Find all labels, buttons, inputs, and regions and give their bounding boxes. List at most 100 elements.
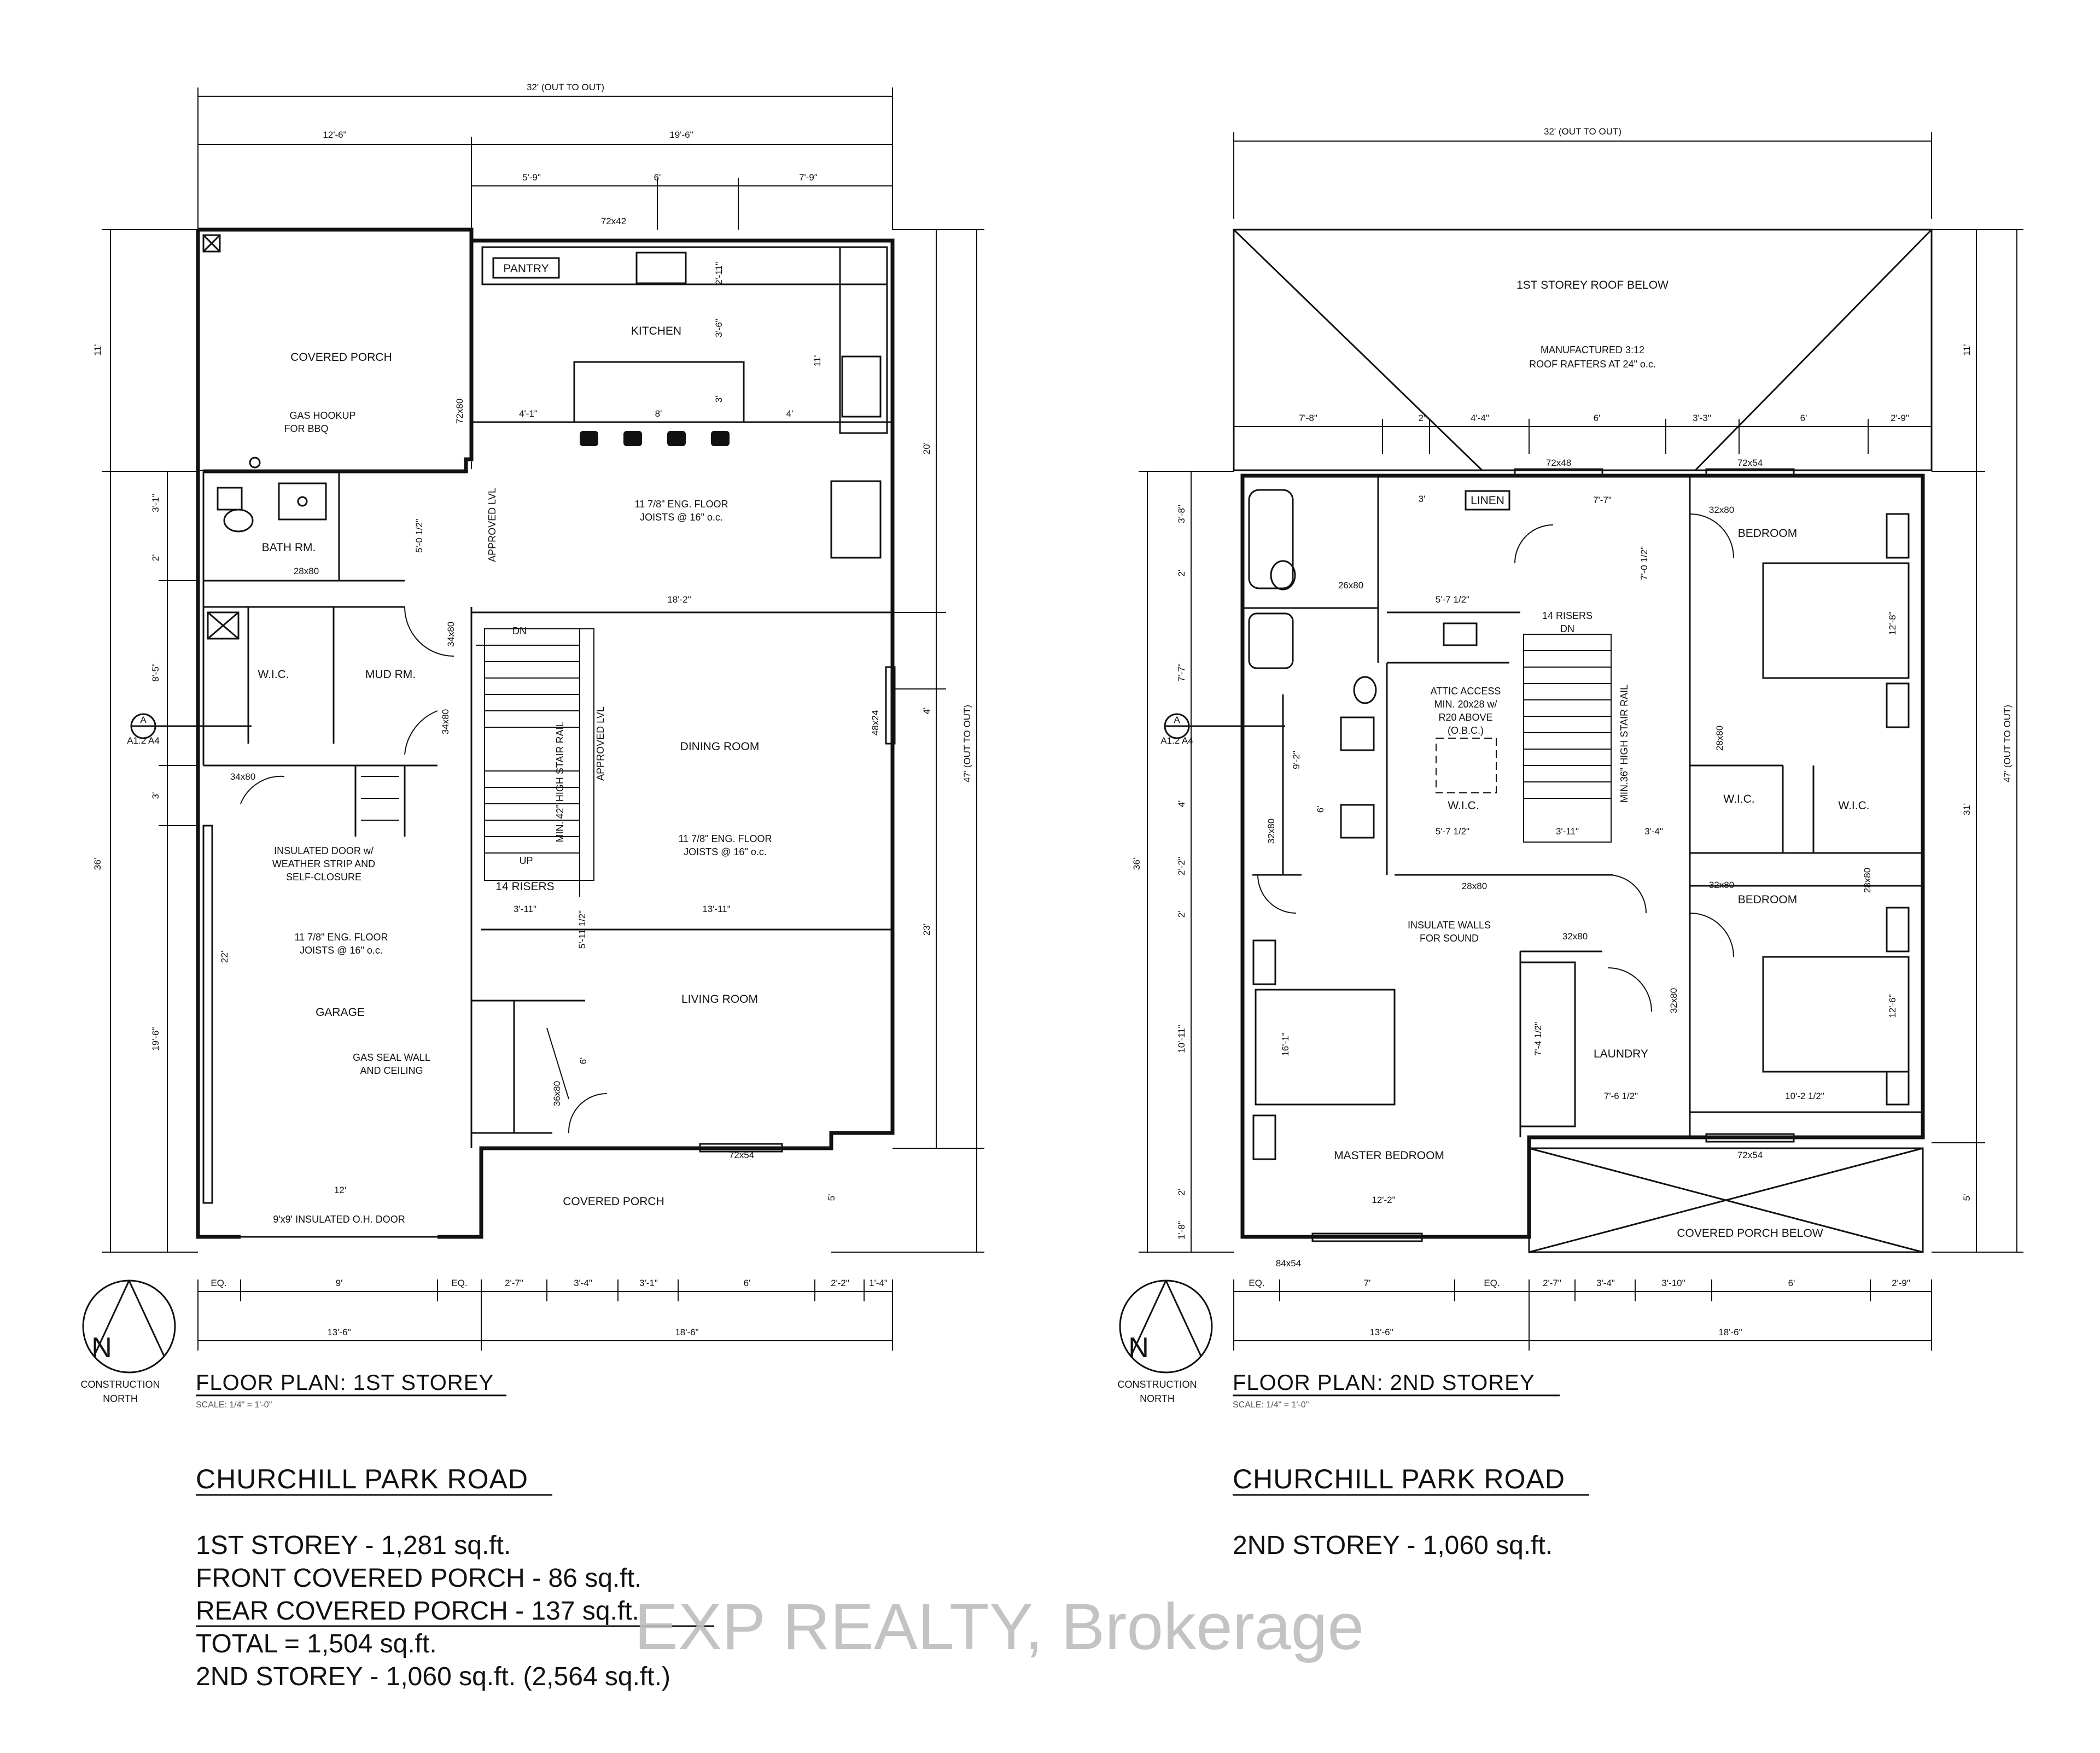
room-wic: W.I.C. — [258, 668, 289, 681]
second-storey-plan: 32' (OUT TO OUT) 7'-8" 2' 4'-4" 6' 3'-3"… — [1118, 126, 2023, 1560]
road-name: CHURCHILL PARK ROAD — [196, 1464, 528, 1494]
dim-label: 2'-11" — [714, 262, 724, 285]
interior-walls — [1242, 476, 1923, 1137]
dim-label: 2'-7" — [505, 1278, 523, 1288]
dim-label: 5'-7 1/2" — [1436, 826, 1469, 837]
dim-label: 19'-6" — [669, 130, 693, 140]
dim-label: 6' — [1594, 413, 1601, 423]
note: JOISTS @ 16" o.c. — [640, 512, 723, 523]
dim-label: 72x42 — [601, 216, 626, 226]
room-covered-porch-rear: COVERED PORCH — [290, 351, 392, 364]
dim-label: 13'-6" — [327, 1327, 351, 1337]
area-line: 2ND STOREY - 1,060 sq.ft. — [1233, 1531, 1553, 1560]
dim-label: 2' — [1176, 570, 1187, 577]
room-garage: GARAGE — [316, 1006, 365, 1019]
dim-label: 10'-2 1/2" — [1785, 1091, 1824, 1101]
dim-label: 3'-8" — [1176, 505, 1187, 523]
note: MIN. 20x28 w/ — [1434, 699, 1497, 710]
dim-label: 5' — [826, 1194, 837, 1201]
dim-label: 7' — [1364, 1278, 1371, 1288]
dim-label: 5' — [1962, 1194, 1972, 1201]
dim-label: 8' — [655, 408, 662, 419]
bath-fixtures — [207, 482, 327, 640]
note: (O.B.C.) — [1448, 725, 1484, 736]
room-bath: BATH RM. — [262, 541, 316, 554]
section-marker-a: A A1.2 A4 — [127, 713, 252, 746]
interior-dimensions: 72x48 72x54 72x54 32x80 32x80 32x80 32x8… — [1266, 458, 1898, 1269]
note: 11 7/8" ENG. FLOOR — [634, 499, 728, 510]
dim-label: 31' — [1962, 803, 1972, 815]
dim-label: 6' — [654, 172, 661, 183]
kitchen-counters — [471, 246, 892, 559]
room-wic-a: W.I.C. — [1448, 799, 1479, 812]
rear-porch-slab — [197, 229, 472, 471]
north-letter: N — [91, 1332, 112, 1364]
dim-label: 7'-4 1/2" — [1533, 1022, 1543, 1056]
area-line: FRONT COVERED PORCH - 86 sq.ft. — [196, 1564, 641, 1593]
room-linen: LINEN — [1471, 494, 1504, 507]
dim-label: 4' — [921, 708, 932, 715]
dim-label: 47' (OUT TO OUT) — [962, 705, 972, 782]
dim-label: 9'-2" — [1291, 751, 1302, 769]
bottom-dimensions: EQ. 7' EQ. 2'-7" 3'-4" 3'-10" 6' 2'-9" 1… — [1249, 1278, 1910, 1337]
dim-label: 3'-1" — [150, 494, 161, 512]
dim-label: 34x80 — [440, 709, 451, 734]
note: AND CEILING — [360, 1065, 423, 1076]
dim-label: 3' — [1419, 494, 1426, 504]
dim-label: 26x80 — [1338, 580, 1363, 591]
dim-label: 34x80 — [230, 772, 255, 782]
beds — [1252, 513, 1910, 1160]
dim-label: 19'-6" — [150, 1027, 161, 1050]
roof-below-label: 1ST STOREY ROOF BELOW — [1516, 279, 1669, 291]
plan-scale: SCALE: 1/4" = 1'-0" — [1233, 1400, 1309, 1410]
interior-walls — [202, 471, 892, 1238]
dim-label: 12'-6" — [323, 130, 346, 140]
dim-label: EQ. — [1484, 1278, 1500, 1288]
windows — [1311, 468, 1795, 1242]
dim-label: 9' — [336, 1278, 343, 1288]
dim-label: 84x54 — [1276, 1258, 1301, 1269]
note: 14 RISERS — [1542, 610, 1592, 621]
dim-label: 36' — [1131, 858, 1142, 870]
dim-label: 12'-2" — [1372, 1195, 1395, 1205]
overall-width-dim: 32' (OUT TO OUT) — [527, 82, 604, 92]
plan-title: FLOOR PLAN: 2ND STOREY — [1233, 1371, 1535, 1395]
plan-notes: GAS HOOKUP FOR BBQ 11 7/8" ENG. FLOOR JO… — [272, 410, 772, 1225]
north-arrow-icon: N — [82, 1279, 176, 1374]
room-master-bedroom: MASTER BEDROOM — [1334, 1149, 1444, 1162]
section-ref: A1.2 A4 — [127, 735, 160, 746]
note: DN — [512, 626, 527, 636]
dim-label: 6' — [1788, 1278, 1795, 1288]
room-kitchen: KITCHEN — [631, 325, 681, 337]
dim-label: 3'-11" — [514, 904, 536, 914]
dim-label: 5'-7 1/2" — [1436, 594, 1469, 605]
top-dimension-lines — [1233, 132, 1932, 470]
room-pantry: PANTRY — [503, 262, 549, 275]
garage-steps — [361, 776, 399, 821]
dim-label: 12'-8" — [1887, 611, 1898, 635]
dim-label: 1'-8" — [1176, 1221, 1187, 1240]
dim-label: 3'-4" — [1644, 826, 1663, 837]
door-swings — [1257, 513, 1734, 1012]
windows — [202, 666, 896, 1204]
dim-label: EQ. — [1249, 1278, 1264, 1288]
stools — [580, 431, 730, 446]
note: APPROVED LVL — [595, 706, 606, 781]
note: JOISTS @ 16" o.c. — [300, 945, 383, 956]
plan-notes: ATTIC ACCESS MIN. 20x28 w/ R20 ABOVE (O.… — [1408, 610, 1630, 944]
dim-label: 2'-9" — [1892, 1278, 1910, 1288]
dim-label: 10'-11" — [1176, 1025, 1187, 1053]
room-bedroom-b: BEDROOM — [1738, 893, 1798, 906]
left-dimension-lines — [1139, 471, 1234, 1253]
note: ROOF RAFTERS AT 24" o.c. — [1529, 359, 1656, 370]
note: 9'x9' INSULATED O.H. DOOR — [273, 1214, 405, 1225]
north-label: NORTH — [1140, 1393, 1175, 1404]
note: GAS SEAL WALL — [353, 1052, 430, 1063]
dim-label: 3'-3" — [1693, 413, 1711, 423]
dim-label: 12' — [334, 1185, 346, 1195]
gas-hookup-icon — [249, 457, 261, 469]
dim-label: 18'-2" — [667, 594, 691, 605]
dim-label: 22' — [219, 951, 230, 963]
note: ATTIC ACCESS — [1431, 686, 1501, 697]
dim-label: 32x80 — [1562, 931, 1588, 942]
